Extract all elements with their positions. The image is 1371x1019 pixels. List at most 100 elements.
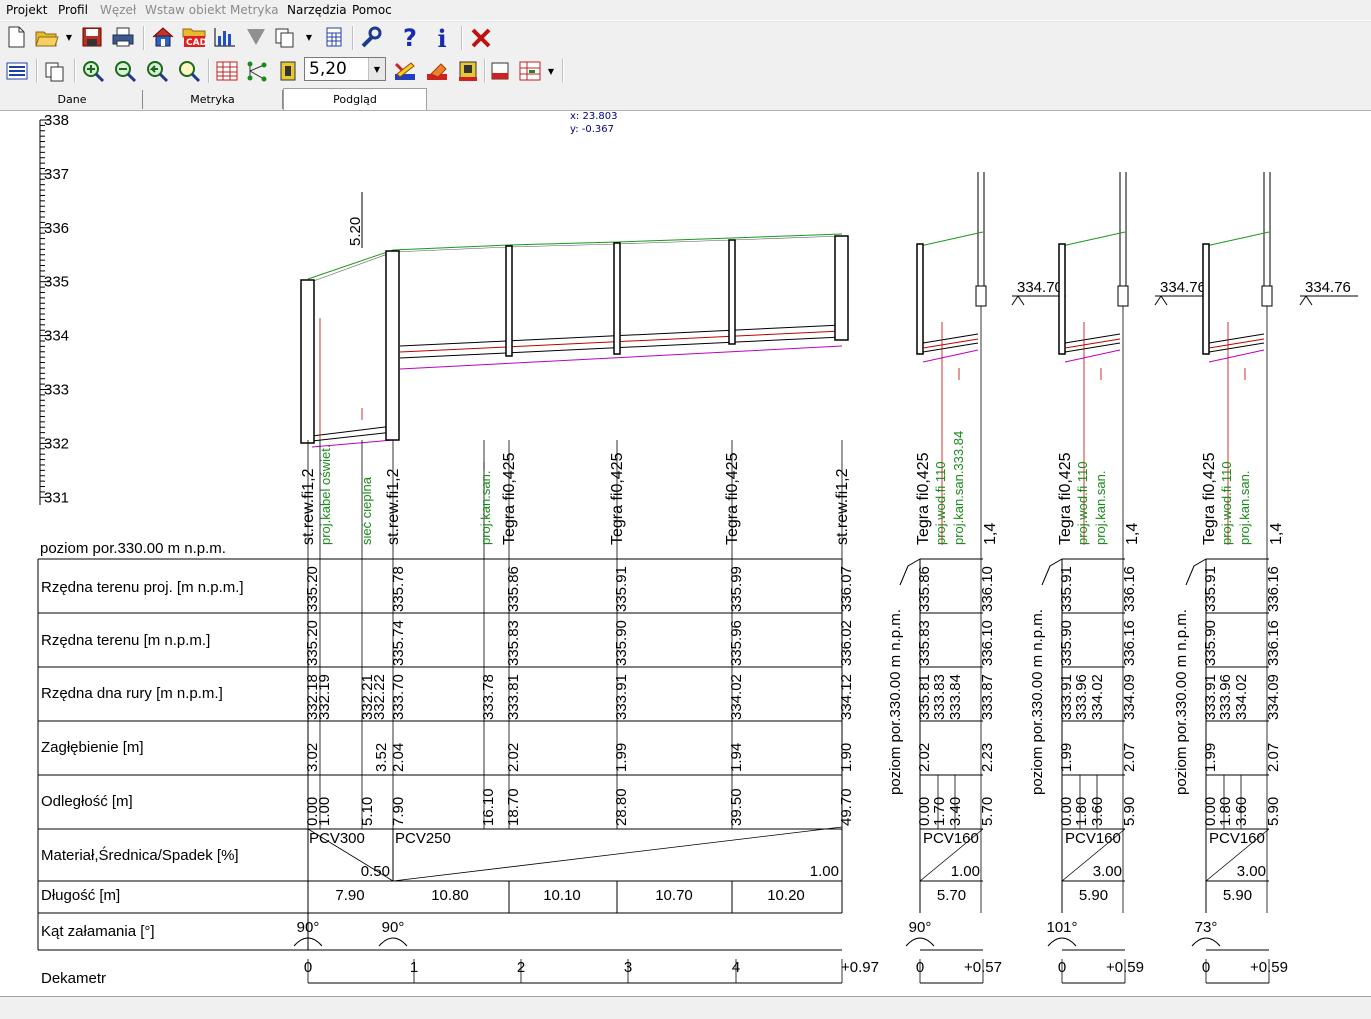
tab-podglad[interactable]: Podgląd — [283, 88, 427, 110]
help-icon[interactable]: ? — [403, 24, 417, 52]
menu-bar: Projekt Profil Węzeł Wstaw obiekt Metryk… — [0, 0, 1371, 20]
wrench-icon[interactable] — [358, 25, 384, 49]
menu-projekt[interactable]: Projekt — [6, 3, 48, 17]
pipe-crown — [1208, 333, 1265, 344]
invert-value: 334.02 — [1233, 674, 1250, 720]
terrain-line — [1205, 231, 1270, 247]
chart-icon[interactable] — [212, 25, 238, 49]
slope-value: 1.00 — [810, 863, 839, 880]
save-icon[interactable] — [80, 25, 104, 49]
axis-tick-label: 338 — [44, 112, 69, 129]
riser-cap — [1261, 285, 1273, 307]
datum-label: poziom por.330.00 m n.p.m. — [1173, 609, 1190, 795]
length-value: 7.90 — [335, 887, 364, 904]
table-settings-icon[interactable] — [517, 58, 543, 84]
terrain-proj-value: 335.86 — [505, 566, 522, 612]
menu-wstaw-obiekt[interactable]: Wstaw obiekt — [145, 3, 227, 17]
info-icon[interactable]: i — [437, 23, 447, 53]
node-path-icon[interactable] — [245, 58, 271, 84]
menu-metryka[interactable]: Metryka — [230, 3, 279, 17]
invert-value: 333.78 — [480, 674, 497, 720]
depth-value: 1.99 — [1202, 743, 1219, 772]
level-arrow — [1154, 295, 1168, 306]
dekametr-label: 0 — [1202, 959, 1210, 976]
menu-pomoc[interactable]: Pomoc — [352, 3, 392, 17]
terrain-proj-value: 335.86 — [916, 566, 933, 612]
inspection-chamber — [916, 243, 924, 355]
slope-value: 0.50 — [361, 863, 390, 880]
pipe-bed — [922, 349, 979, 363]
menu-narzedzia[interactable]: Narzędzia — [287, 3, 347, 17]
node-label: st.rew.fi1,2 — [834, 468, 851, 545]
terrain-proj-value: 335.99 — [728, 566, 745, 612]
terrain-value: 336.16 — [1265, 620, 1282, 666]
angle-arc — [905, 937, 935, 947]
distance-value: 5.90 — [1121, 797, 1138, 826]
pipe-invert — [1208, 342, 1265, 353]
filter-icon[interactable] — [244, 25, 268, 49]
axis-tick-label: 337 — [44, 166, 69, 183]
distance-value: 7.90 — [390, 797, 407, 826]
close-icon[interactable] — [468, 25, 494, 51]
node-label: Tegra fi0,425 — [724, 452, 741, 545]
print-icon[interactable] — [110, 25, 136, 49]
slope-value: 3.00 — [1237, 863, 1266, 880]
slope-value: 1.00 — [951, 863, 980, 880]
cad-icon[interactable]: CAD — [180, 25, 208, 49]
distance-value: 28.80 — [613, 788, 630, 826]
tab-dane[interactable]: Dane — [2, 90, 143, 109]
open-folder-icon[interactable] — [33, 25, 61, 49]
datum-leader — [899, 558, 921, 586]
material-label: PCV160 — [1065, 830, 1121, 847]
pipe-top — [311, 425, 394, 437]
manhole-icon[interactable] — [276, 58, 300, 84]
zoom-combobox[interactable]: 5,20 ▼ — [304, 57, 386, 81]
zoom-extents-icon[interactable] — [176, 58, 202, 84]
list-view-icon[interactable] — [4, 58, 30, 84]
riser-cap — [975, 285, 987, 307]
zoom-dropdown-icon[interactable]: ▼ — [368, 58, 385, 80]
distance-value: 3.60 — [1233, 797, 1250, 826]
copy-pages-icon[interactable] — [272, 25, 298, 49]
invert-value: 333.83 — [931, 674, 948, 720]
node-label: proj.kan.san. — [1093, 471, 1108, 545]
eraser-icon[interactable] — [424, 58, 450, 84]
calculator-icon[interactable] — [322, 25, 346, 49]
axis-tick-label: 336 — [44, 220, 69, 237]
node-label: Tegra fi0,425 — [609, 452, 626, 545]
table-dropdown-icon[interactable]: ▼ — [547, 66, 555, 76]
dekametr-label: +0.59 — [1250, 959, 1288, 976]
axis-tick-label: 332 — [44, 435, 69, 452]
manhole — [300, 279, 315, 444]
angle-arc — [1191, 937, 1221, 947]
edit-pipe-icon[interactable] — [392, 58, 418, 84]
open-dropdown-icon[interactable]: ▼ — [65, 32, 73, 42]
insert-well-icon[interactable] — [456, 58, 480, 84]
copy-dropdown-icon[interactable]: ▼ — [305, 32, 313, 42]
zoom-in-icon[interactable] — [80, 58, 106, 84]
menu-wezel[interactable]: Węzeł — [100, 3, 137, 17]
manhole — [385, 250, 400, 441]
distance-value: 3.40 — [947, 797, 964, 826]
angle-value: 90° — [297, 919, 320, 936]
invert-value: 333.87 — [979, 674, 996, 720]
color-fill-icon[interactable] — [488, 58, 512, 84]
home-icon[interactable] — [150, 25, 176, 49]
terrain-value: 335.90 — [613, 620, 630, 666]
menu-profil[interactable]: Profil — [58, 3, 88, 17]
row-label: Dekametr — [41, 970, 106, 987]
invert-value: 334.09 — [1265, 674, 1282, 720]
axis-tick-label: 333 — [44, 382, 69, 399]
depth-value: 2.07 — [1121, 743, 1138, 772]
tab-metryka[interactable]: Metryka — [143, 90, 283, 109]
row-label: Kąt załamania [°] — [41, 923, 155, 940]
coordinate-y: y: -0.367 — [570, 124, 614, 135]
distance-value: 0.00 — [916, 797, 933, 826]
page-view-icon[interactable] — [42, 58, 68, 84]
table-icon[interactable] — [214, 58, 240, 84]
new-file-icon[interactable] — [4, 25, 28, 49]
zoom-out-icon[interactable] — [112, 58, 138, 84]
terrain-value: 335.83 — [916, 620, 933, 666]
zoom-previous-icon[interactable] — [144, 58, 170, 84]
